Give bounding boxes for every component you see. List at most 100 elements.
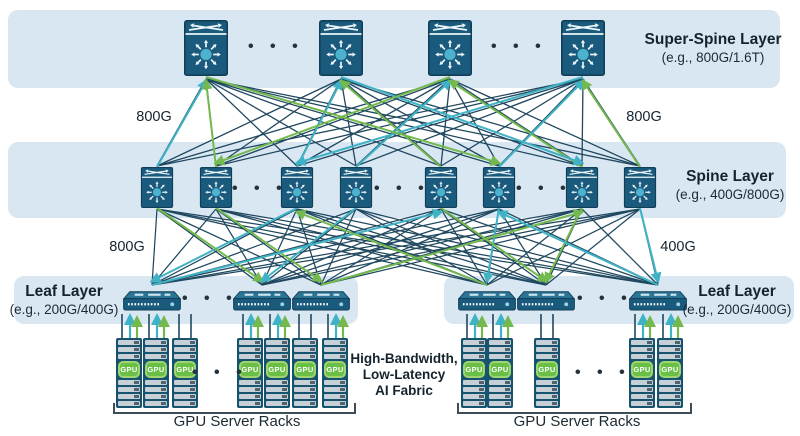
drive-notch (133, 348, 139, 351)
server-slat (489, 354, 511, 359)
gpu-rack-left-2: GPU (143, 338, 169, 408)
server-slat (145, 394, 167, 399)
drive-notch (189, 355, 195, 358)
server-slat (463, 380, 485, 385)
rack-group-bracket-2 (457, 403, 692, 414)
superspine-ellipsis-1: • • • (248, 38, 304, 55)
leaf-switch-4 (457, 285, 517, 311)
server-slat (118, 394, 140, 399)
gpu-rack-right-2: GPU (487, 338, 513, 408)
server-slat (463, 354, 485, 359)
server-slat (631, 387, 653, 392)
drive-notch (551, 402, 557, 405)
drive-notch (551, 388, 557, 391)
drive-notch (674, 381, 680, 384)
server-slat (489, 347, 511, 352)
server-slat (463, 340, 485, 345)
spine-switch-5 (424, 167, 458, 209)
drive-notch (551, 381, 557, 384)
superspine-band (8, 10, 780, 88)
leaf-switch-icon (457, 291, 517, 311)
server-slat (631, 347, 653, 352)
drive-notch (254, 402, 260, 405)
server-slat (174, 347, 196, 352)
drive-notch (504, 402, 510, 405)
server-slat (536, 347, 558, 352)
spine-switch-1 (140, 167, 174, 209)
server-slat (489, 394, 511, 399)
rack-group-bracket-1 (113, 403, 356, 414)
drive-notch (189, 341, 195, 344)
server-slat (631, 394, 653, 399)
gpu-module-label: GPU (489, 361, 511, 378)
router-switch-icon (280, 167, 314, 209)
gpu-rack-left-4: GPU (237, 338, 263, 408)
drive-notch (309, 395, 315, 398)
server-slat (239, 347, 261, 352)
server-slat (489, 401, 511, 406)
server-slat (294, 394, 316, 399)
superspine-switch-1 (184, 19, 229, 77)
drive-notch (504, 341, 510, 344)
drive-notch (478, 348, 484, 351)
gpu-module-label: GPU (118, 361, 140, 378)
drive-notch (281, 395, 287, 398)
gpu-module-label: GPU (239, 361, 261, 378)
spine-ellipsis-2: • • • (374, 180, 430, 197)
server-slat (294, 387, 316, 392)
gpu-racks-label-right: GPU Server Racks (513, 413, 641, 430)
drive-notch (133, 381, 139, 384)
router-switch-icon (623, 167, 657, 209)
mesh-superspine-spine (156, 78, 641, 167)
drive-notch (339, 355, 345, 358)
router-switch-icon (482, 167, 516, 209)
superspine-switch-3 (428, 19, 473, 77)
server-slat (145, 347, 167, 352)
gpu-module-label: GPU (631, 361, 653, 378)
drive-notch (339, 341, 345, 344)
drive-notch (281, 388, 287, 391)
server-slat (145, 387, 167, 392)
server-slat (174, 401, 196, 406)
drive-notch (309, 355, 315, 358)
drive-notch (133, 355, 139, 358)
server-slat (266, 401, 288, 406)
caption-line-2: Low-Latency (362, 367, 446, 382)
server-slat (536, 380, 558, 385)
server-slat (324, 340, 346, 345)
spine-switch-4 (339, 167, 373, 209)
leaf-switch-icon (232, 291, 292, 311)
drive-notch (254, 388, 260, 391)
server-slat (239, 401, 261, 406)
router-switch-icon (428, 20, 473, 77)
spine-switch-2 (199, 167, 233, 209)
server-slat (294, 354, 316, 359)
link-speed-label-3: 800G (109, 239, 145, 255)
gpu-module-label: GPU (659, 361, 681, 378)
leaf-ellipsis-2: • • • (577, 290, 633, 307)
server-slat (536, 387, 558, 392)
server-slat (659, 347, 681, 352)
server-slat (631, 340, 653, 345)
server-slat (239, 354, 261, 359)
server-slat (536, 401, 558, 406)
leaf-layer-label-left: Leaf Layer (e.g., 200G/400G) (0, 283, 130, 317)
spine-ellipsis-3: • • • (516, 180, 572, 197)
leaf-switch-5 (516, 285, 576, 311)
server-slat (266, 380, 288, 385)
drive-notch (646, 341, 652, 344)
server-slat (145, 354, 167, 359)
server-slat (631, 401, 653, 406)
drive-notch (674, 355, 680, 358)
gpu-rack-left-1: GPU (116, 338, 142, 408)
leaf-ellipsis-1: • • • (182, 290, 238, 307)
gpu-rack-right-5: GPU (657, 338, 683, 408)
drive-notch (646, 395, 652, 398)
server-slat (659, 401, 681, 406)
gpu-rack-left-5: GPU (264, 338, 290, 408)
router-switch-icon (140, 167, 174, 209)
superspine-layer-label: Super-Spine Layer (e.g., 800G/1.6T) (633, 31, 793, 65)
spine-layer-title: Spine Layer (686, 168, 774, 185)
drive-notch (478, 402, 484, 405)
